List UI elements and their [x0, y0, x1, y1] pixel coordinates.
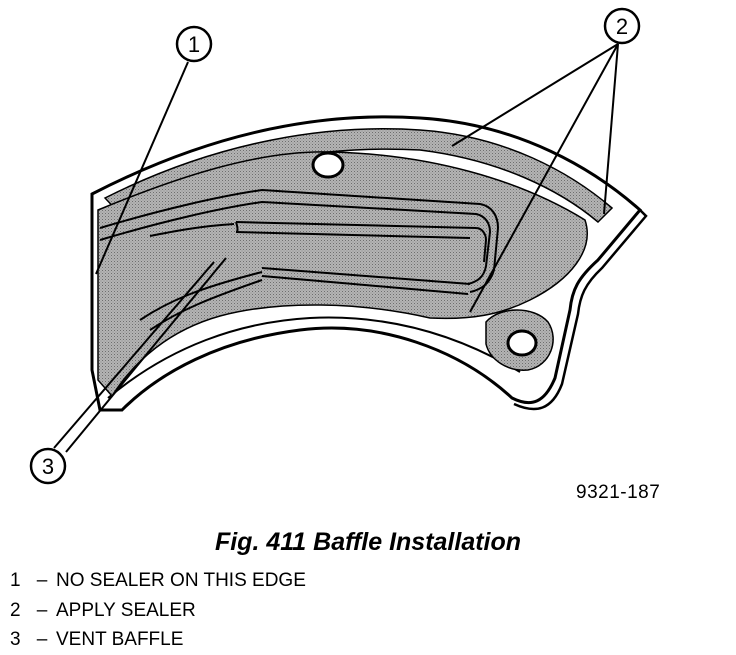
callout-2: 2: [603, 7, 641, 45]
baffle-flange: [513, 209, 648, 411]
callout-2-number: 2: [616, 14, 628, 39]
mounting-hole-top: [311, 151, 345, 179]
legend-item: 1–NO SEALER ON THIS EDGE: [10, 566, 306, 596]
legend-item: 3–VENT BAFFLE: [10, 625, 306, 655]
legend-item-text: APPLY SEALER: [56, 599, 196, 621]
legend-item-number: 3: [10, 629, 21, 650]
callout-1: 1: [175, 25, 213, 63]
legend-item-text: VENT BAFFLE: [56, 629, 184, 650]
vent-baffle: [99, 188, 500, 331]
legend-item-text: NO SEALER ON THIS EDGE: [56, 570, 306, 591]
legend-item: 2–APPLY SEALER: [10, 596, 306, 626]
legend-item-separator: –: [36, 570, 48, 591]
baffle-diagram: 1 2 3: [29, 7, 648, 485]
figure-code: 9321-187: [576, 482, 661, 503]
legend-list: 1–NO SEALER ON THIS EDGE 2–APPLY SEALER …: [10, 566, 306, 655]
callout-3-number: 3: [42, 454, 54, 479]
legend-item-number: 2: [10, 599, 21, 621]
callout-3: 3: [29, 447, 67, 485]
mounting-hole-right: [506, 329, 538, 357]
legend-item-separator: –: [36, 629, 48, 650]
callout-1-number: 1: [188, 32, 200, 57]
baffle-lower-flange: [107, 316, 521, 399]
figure-caption: Fig. 411 Baffle Installation: [214, 528, 522, 556]
legend-item-separator: –: [36, 599, 48, 621]
leader-lines: [53, 43, 619, 453]
legend-item-number: 1: [10, 570, 21, 591]
